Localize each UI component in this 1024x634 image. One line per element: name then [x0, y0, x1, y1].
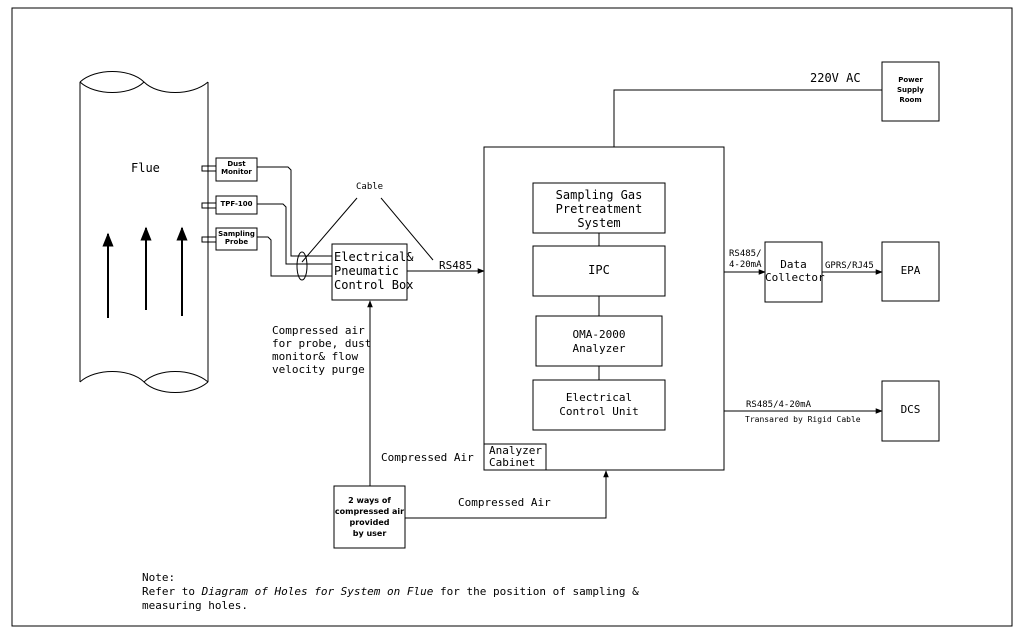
power-line	[613, 89, 882, 147]
ecu-box	[532, 379, 666, 431]
compressed-air-horizontal-label: Compressed Air	[458, 496, 551, 509]
dcs-label: DCS	[900, 403, 921, 416]
instrument-boxes	[201, 157, 258, 251]
gprs-label: GPRS/RJ45	[825, 261, 874, 271]
cable-label: Cable	[356, 182, 384, 192]
dust-monitor-box	[215, 157, 258, 182]
note-line-2: measuring holes.	[142, 599, 248, 612]
note-heading: Note:	[142, 571, 176, 584]
power-220v-label: 220V AC	[810, 71, 861, 85]
epa-label: EPA	[900, 264, 921, 277]
epa-box	[881, 241, 940, 302]
flue-flow-arrows	[102, 226, 188, 318]
outer-frame	[11, 7, 1013, 627]
tpf-label: TPF-100	[220, 200, 253, 208]
ipc-label: IPC	[588, 263, 610, 277]
dcs-link-label: RS485/4-20mA	[746, 400, 812, 410]
rs485-4-20-label: RS485/4-20mA	[729, 249, 762, 270]
control-box	[331, 243, 408, 301]
sampling-probe-box	[215, 227, 258, 251]
tpf-box	[215, 195, 258, 215]
instrument-cables	[257, 166, 332, 281]
flue-label: Flue	[131, 161, 160, 175]
compressed-air-vertical-label: Compressed Air	[381, 451, 474, 464]
compressed-air-line-horizontal	[405, 470, 609, 519]
analyzer-cabinet-label-box	[483, 443, 547, 471]
flue-pipe	[79, 71, 209, 393]
dcs-link-sublabel: Transared by Rigid Cable	[745, 415, 861, 424]
dcs-box	[881, 380, 940, 442]
cable-label-lines	[301, 197, 434, 263]
power-supply-box	[881, 61, 940, 122]
analyzer-cabinet	[483, 146, 725, 471]
user-air-box	[333, 485, 406, 549]
note-block: Note: Refer to Diagram of Holes for Syst…	[142, 571, 639, 613]
note-line-1: Refer to Diagram of Holes for System on …	[142, 585, 639, 598]
rs485-label: RS485	[439, 259, 473, 272]
